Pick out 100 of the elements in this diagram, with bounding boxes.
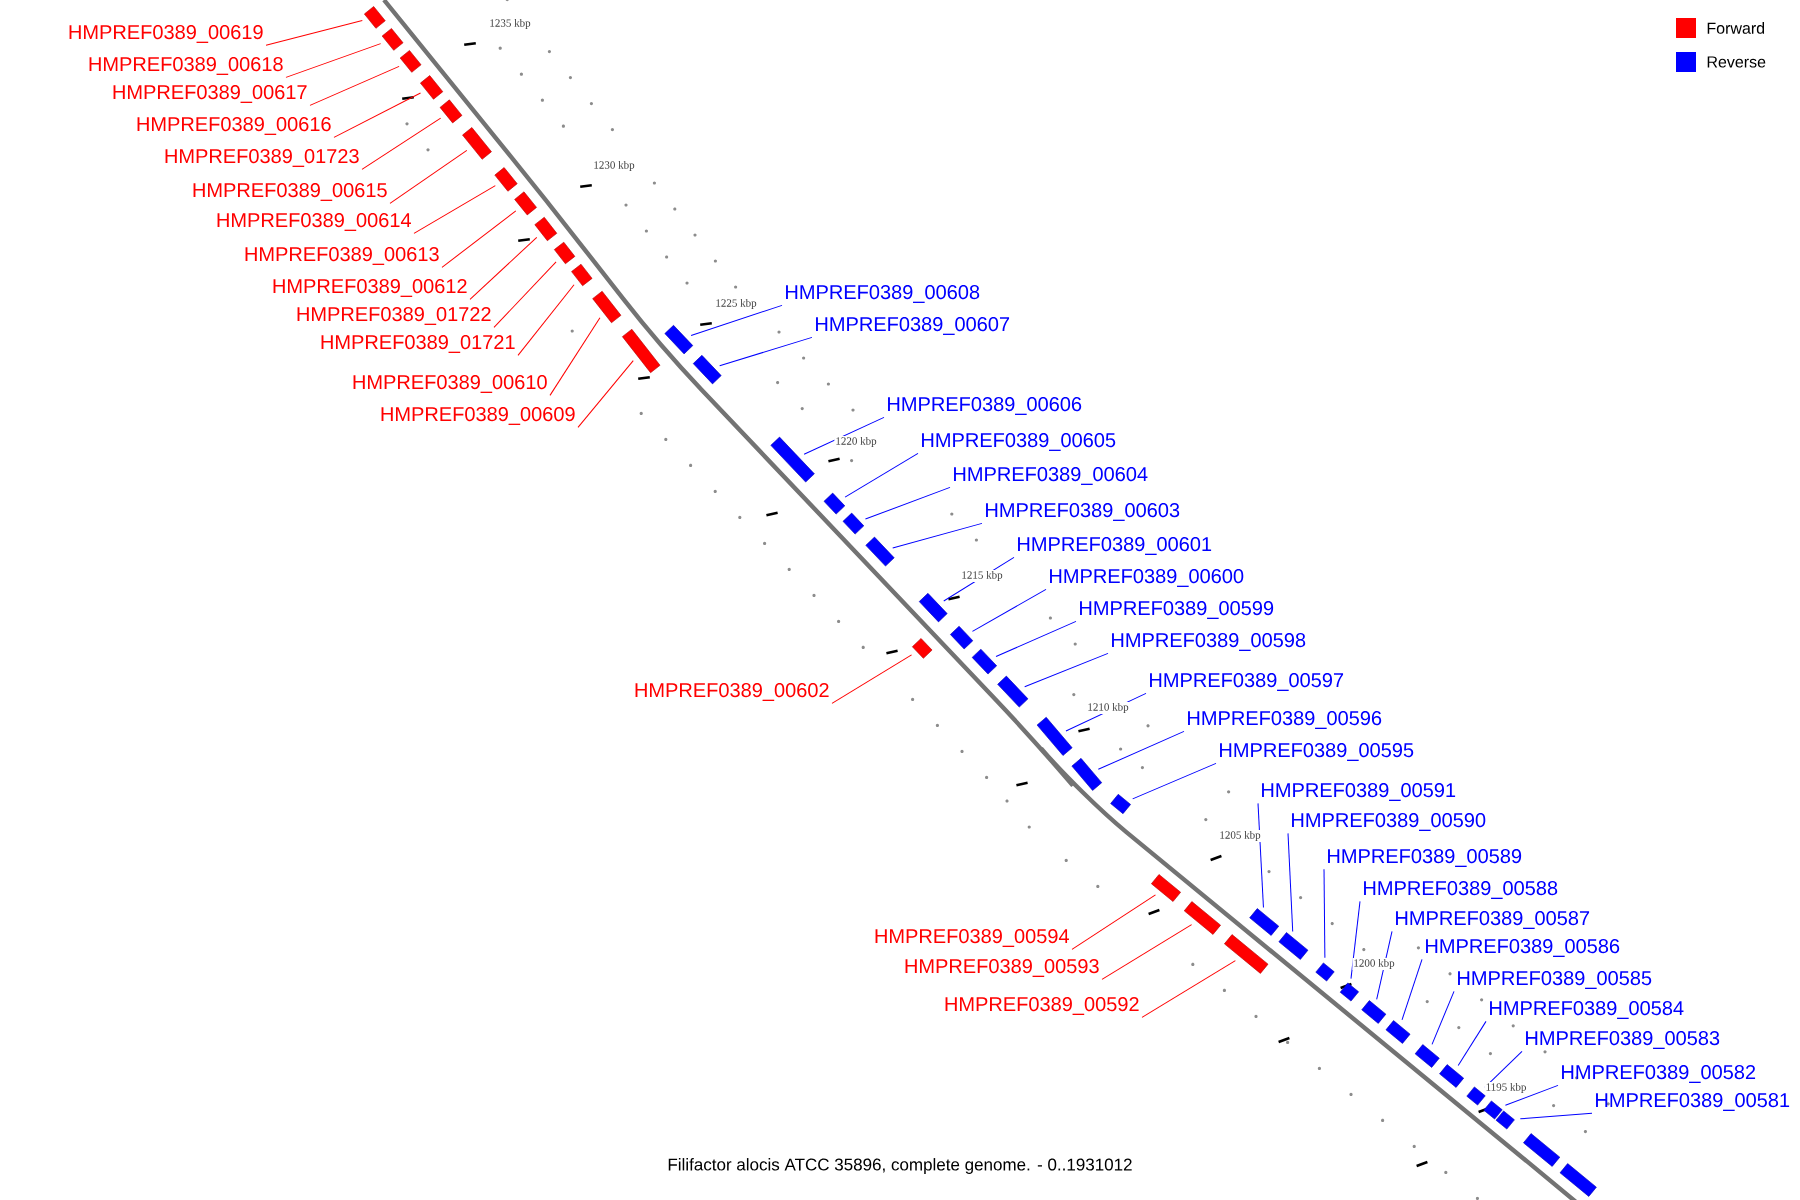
leader-line xyxy=(1132,762,1217,800)
gene-box xyxy=(592,290,622,324)
gene-label: HMPREF0389_00615 xyxy=(193,183,387,201)
gene-box xyxy=(823,492,846,515)
gene-box xyxy=(554,241,576,265)
leader-line xyxy=(1257,802,1264,908)
leader-line xyxy=(1431,990,1455,1045)
leader-line xyxy=(413,185,496,234)
gene-box xyxy=(842,512,865,535)
leader-line xyxy=(517,284,575,356)
leader-line xyxy=(831,654,913,704)
gene-label: HMPREF0389_00590 xyxy=(1292,813,1486,831)
gene-box xyxy=(1036,717,1073,756)
leader-line xyxy=(1071,894,1156,950)
gene-box xyxy=(462,127,492,160)
gene-box xyxy=(1385,1020,1411,1044)
leader-line xyxy=(493,261,557,328)
gene-label: HMPREF0389_00603 xyxy=(986,503,1180,521)
gene-box xyxy=(1110,794,1131,814)
gene-box xyxy=(1523,1133,1561,1167)
leader-line xyxy=(1097,730,1185,770)
gene-box xyxy=(1361,1000,1387,1024)
gene-box xyxy=(692,355,722,385)
leader-line xyxy=(1065,692,1147,732)
gene-box xyxy=(1466,1086,1486,1106)
gene-label: HMPREF0389_00583 xyxy=(1526,1031,1720,1049)
gene-label: HMPREF0389_00596 xyxy=(1188,711,1382,729)
leader-line xyxy=(892,522,983,549)
gene-label: HMPREF0389_00585 xyxy=(1458,971,1652,989)
gene-label: HMPREF0389_00598 xyxy=(1112,633,1306,651)
gene-label: HMPREF0389_00595 xyxy=(1220,743,1414,761)
gene-label: HMPREF0389_01723 xyxy=(165,149,359,167)
gene-box xyxy=(770,436,815,483)
leader-line xyxy=(441,210,517,268)
gene-box xyxy=(1559,1163,1597,1197)
gene-box xyxy=(1071,758,1103,791)
leader-line xyxy=(1401,958,1423,1021)
gene-label: HMPREF0389_00584 xyxy=(1490,1001,1684,1019)
leader-line xyxy=(285,43,382,78)
gene-label: HMPREF0389_00597 xyxy=(1150,673,1344,691)
gene-box xyxy=(494,167,518,192)
gene-box xyxy=(534,216,558,241)
gene-label: HMPREF0389_00592 xyxy=(945,997,1139,1015)
gene-label: HMPREF0389_00617 xyxy=(113,85,307,103)
leader-line xyxy=(1519,1112,1593,1120)
leader-line xyxy=(549,317,601,396)
gene-label: HMPREF0389_00582 xyxy=(1562,1065,1756,1083)
gene-label: HMPREF0389_00586 xyxy=(1426,939,1620,957)
gene-label: HMPREF0389_00588 xyxy=(1364,881,1558,899)
leader-line xyxy=(1484,1050,1523,1088)
gene-label: HMPREF0389_00594 xyxy=(875,929,1069,947)
gene-box xyxy=(439,99,463,124)
gene-label: HMPREF0389_00614 xyxy=(217,213,411,231)
leader-line xyxy=(943,556,1015,602)
gene-box xyxy=(420,75,444,100)
gene-box xyxy=(399,50,422,73)
gene-box xyxy=(1439,1064,1464,1088)
legend-label: Reverse xyxy=(1707,56,1766,68)
gene-label: HMPREF0389_00591 xyxy=(1262,783,1456,801)
gene-box xyxy=(1224,934,1269,974)
gene-label: HMPREF0389_00605 xyxy=(922,433,1116,451)
gene-label: HMPREF0389_00608 xyxy=(786,285,980,303)
gene-label: HMPREF0389_00602 xyxy=(635,683,829,701)
leader-line xyxy=(361,117,442,170)
gene-label: HMPREF0389_00618 xyxy=(89,57,283,75)
leader-line xyxy=(577,360,634,428)
gene-label: HMPREF0389_00593 xyxy=(905,959,1099,977)
leader-line xyxy=(309,65,400,106)
gene-label: HMPREF0389_00601 xyxy=(1018,537,1212,555)
gene-box xyxy=(571,263,593,287)
gene-box xyxy=(1339,982,1359,1002)
leader-line xyxy=(333,92,422,138)
gene-box xyxy=(1278,932,1309,960)
gene-box xyxy=(1151,874,1181,902)
legend-label: Forward xyxy=(1707,22,1765,34)
gene-box xyxy=(622,328,661,374)
gene-label: HMPREF0389_00609 xyxy=(381,407,575,425)
gene-box xyxy=(865,536,895,567)
gene-label: HMPREF0389_00581 xyxy=(1596,1093,1790,1111)
leader-line xyxy=(1457,1020,1487,1067)
caption: Filifactor alocis ATCC 35896, complete genome. - 0..1931012 xyxy=(668,1158,1132,1174)
leader-line xyxy=(1504,1084,1559,1106)
gene-box xyxy=(1495,1110,1515,1130)
gene-box xyxy=(1249,908,1280,936)
gene-box xyxy=(1414,1044,1440,1068)
gene-box xyxy=(912,638,933,659)
gene-box xyxy=(664,325,694,355)
leader-line xyxy=(389,149,468,204)
gene-box xyxy=(1483,1100,1503,1120)
gene-label: HMPREF0389_00619 xyxy=(69,25,263,43)
gene-label: HMPREF0389_01721 xyxy=(321,335,515,353)
gene-box xyxy=(950,625,974,650)
gene-box xyxy=(1183,901,1221,935)
leader-line xyxy=(844,452,919,498)
leader-line xyxy=(1350,900,1361,980)
leader-line xyxy=(690,304,783,336)
leader-line xyxy=(1101,924,1193,980)
gene-label: HMPREF0389_00610 xyxy=(353,375,547,393)
leader-line xyxy=(1376,930,1393,1000)
gene-label: HMPREF0389_00606 xyxy=(888,397,1082,415)
